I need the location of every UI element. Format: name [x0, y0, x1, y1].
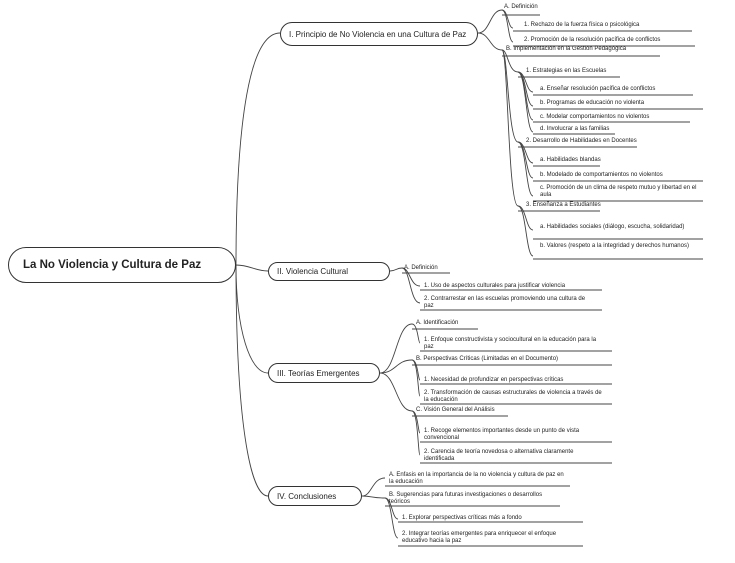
- central-topic[interactable]: La No Violencia y Cultura de Paz: [8, 247, 236, 283]
- branch-violencia-cultural[interactable]: II. Violencia Cultural: [268, 262, 390, 281]
- subtopic-leaf[interactable]: 2. Contrarrestar en las escuelas promovi…: [424, 296, 586, 309]
- branch-teorias-emergentes[interactable]: III. Teorías Emergentes: [268, 363, 380, 383]
- subtopic-a-identificacion[interactable]: A. Identificación: [416, 320, 459, 326]
- subtopic-habilidades-docentes[interactable]: 2. Desarrollo de Habilidades en Docentes: [526, 138, 637, 144]
- subtopic-leaf[interactable]: 2. Carencia de teoría novedosa o alterna…: [424, 449, 574, 462]
- subtopic-estrategias[interactable]: 1. Estrategias en las Escuelas: [526, 68, 607, 74]
- subtopic-a-enfasis[interactable]: A. Enfasis en la importancia de la no vi…: [389, 472, 564, 485]
- subtopic-leaf[interactable]: b. Programas de educación no violenta: [540, 100, 645, 106]
- subtopic-leaf[interactable]: a. Enseñar resolución pacífica de confli…: [540, 86, 656, 92]
- subtopic-leaf[interactable]: d. Involucrar a las familias: [540, 126, 610, 132]
- subtopic-b-implementacion[interactable]: B. Implementación en la Gestión Pedagógi…: [506, 46, 627, 52]
- subtopic-b-sugerencias[interactable]: B. Sugerencias para futuras investigacio…: [389, 492, 543, 505]
- subtopic-leaf[interactable]: 2. Integrar teorías emergentes para enri…: [402, 531, 557, 544]
- subtopic-leaf[interactable]: 1. Uso de aspectos culturales para justi…: [424, 283, 566, 289]
- branch-title: IV. Conclusiones: [277, 491, 337, 501]
- subtopic-leaf[interactable]: 1. Necesidad de profundizar en perspecti…: [424, 377, 564, 383]
- subtopic-leaf[interactable]: c. Modelar comportamientos no violentos: [540, 114, 650, 120]
- subtopic-leaf[interactable]: c. Promoción de un clima de respeto mutu…: [540, 185, 697, 198]
- subtopic-a-definicion[interactable]: A. Definición: [504, 4, 538, 10]
- subtopic-leaf[interactable]: a. Habilidades blandas: [540, 157, 601, 163]
- branch-conclusiones[interactable]: IV. Conclusiones: [268, 486, 362, 506]
- subtopic-leaf[interactable]: 1. Recoge elementos importantes desde un…: [424, 428, 580, 441]
- branch-title: I. Principio de No Violencia en una Cult…: [289, 29, 467, 39]
- branch-title: II. Violencia Cultural: [277, 267, 348, 276]
- subtopic-leaf[interactable]: b. Modelado de comportamientos no violen…: [540, 172, 663, 178]
- subtopic-leaf[interactable]: a. Habilidades sociales (diálogo, escuch…: [540, 224, 685, 230]
- subtopic-leaf[interactable]: b. Valores (respeto a la integridad y de…: [540, 243, 689, 249]
- subtopic-a-definicion[interactable]: A. Definición: [404, 265, 438, 271]
- subtopic-leaf[interactable]: 1. Rechazo de la fuerza física o psicoló…: [524, 22, 640, 28]
- subtopic-leaf[interactable]: 1. Explorar perspectivas críticas más a …: [402, 515, 522, 521]
- branch-title: III. Teorías Emergentes: [277, 368, 360, 378]
- subtopic-leaf[interactable]: 1. Enfoque constructivista y sociocultur…: [424, 337, 597, 350]
- subtopic-leaf[interactable]: 2. Transformación de causas estructurale…: [424, 390, 602, 403]
- central-topic-label: La No Violencia y Cultura de Paz: [23, 258, 202, 271]
- subtopic-c-vision-general[interactable]: C. Visión General del Análisis: [416, 407, 495, 413]
- subtopic-leaf[interactable]: 2. Promoción de la resolución pacífica d…: [524, 37, 661, 43]
- branch-principio-no-violencia[interactable]: I. Principio de No Violencia en una Cult…: [280, 22, 478, 46]
- subtopic-ensenanza-estudiantes[interactable]: 3. Enseñanza a Estudiantes: [526, 202, 601, 208]
- subtopic-b-perspectivas[interactable]: B. Perspectivas Críticas (Limitadas en e…: [416, 356, 559, 362]
